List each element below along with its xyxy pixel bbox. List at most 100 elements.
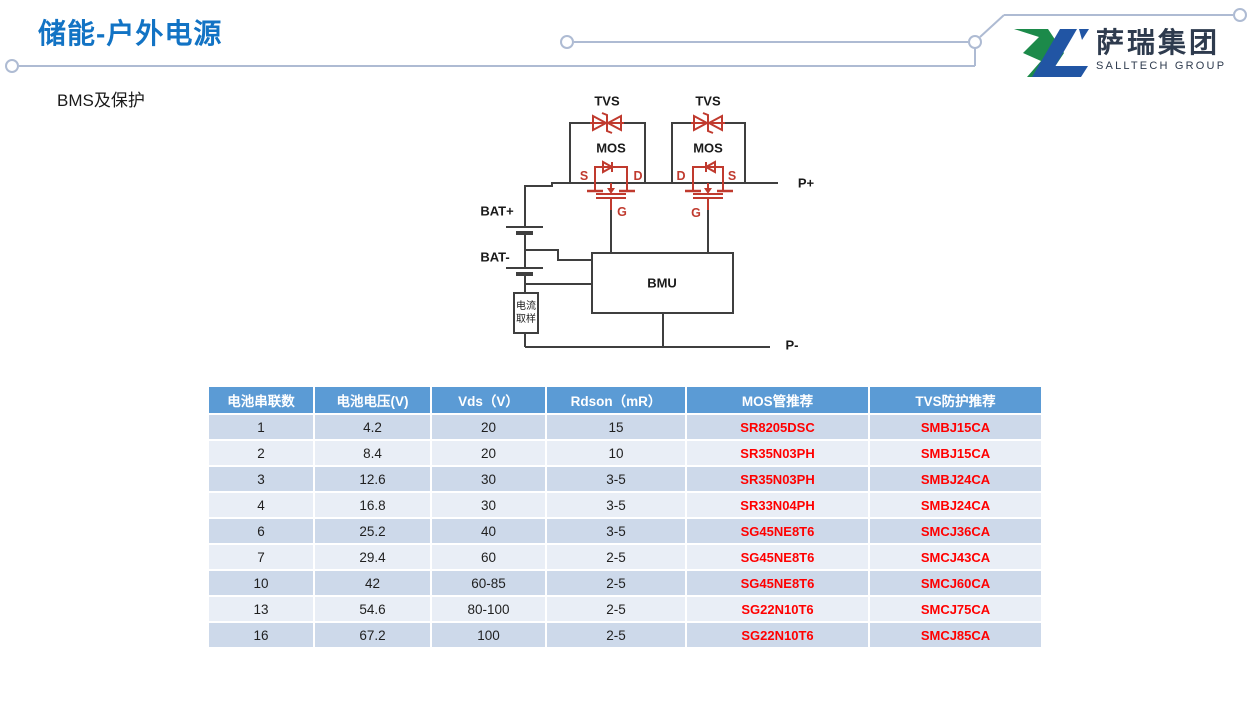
bat-plus-label: BAT+ xyxy=(480,203,514,219)
table-cell: 16 xyxy=(209,623,313,647)
table-row: 16 67.2 100 2-5 SG22N10T6 SMCJ85CA xyxy=(209,623,1041,647)
page-title: 储能-户外电源 xyxy=(38,18,223,49)
table-cell: 25.2 xyxy=(315,519,430,543)
table-cell: 8.4 xyxy=(315,441,430,465)
mosfet-symbol-right xyxy=(685,160,733,210)
header-cell-tvs: TVS防护推荐 xyxy=(870,387,1041,413)
table-cell: 67.2 xyxy=(315,623,430,647)
table-cell: 3-5 xyxy=(547,493,685,517)
bms-circuit-diagram: TVS TVS MOS MOS S D D S G G BAT+ BAT- BM… xyxy=(440,90,860,370)
drain-label-left: D xyxy=(633,169,643,183)
table-cell: 100 xyxy=(432,623,545,647)
bat-minus-label: BAT- xyxy=(480,249,510,265)
tvs-symbol-right xyxy=(691,112,725,134)
bmu-label: BMU xyxy=(647,275,677,291)
source-label-left: S xyxy=(579,169,589,183)
table-cell: 1 xyxy=(209,415,313,439)
table-cell: 40 xyxy=(432,519,545,543)
tvs-part-cell: SMBJ15CA xyxy=(870,415,1041,439)
table-cell: 3-5 xyxy=(547,467,685,491)
table-cell: 20 xyxy=(432,415,545,439)
table-row: 7 29.4 60 2-5 SG45NE8T6 SMCJ43CA xyxy=(209,545,1041,569)
logo-company-subtitle: SALLTECH GROUP xyxy=(1096,59,1227,72)
table-cell: 15 xyxy=(547,415,685,439)
table-cell: 30 xyxy=(432,467,545,491)
table-row: 2 8.4 20 10 SR35N03PH SMBJ15CA xyxy=(209,441,1041,465)
table-cell: 4 xyxy=(209,493,313,517)
gate-label-right: G xyxy=(691,206,701,220)
mos-label-left: MOS xyxy=(596,140,626,156)
table-header-row: 电池串联数 电池电压(V) Vds（V） Rdson（mR） MOS管推荐 TV… xyxy=(209,387,1041,413)
circuit-wires xyxy=(506,122,778,348)
table-row: 6 25.2 40 3-5 SG45NE8T6 SMCJ36CA xyxy=(209,519,1041,543)
tvs-part-cell: SMBJ15CA xyxy=(870,441,1041,465)
table-cell: 2-5 xyxy=(547,623,685,647)
mos-part-cell: SR35N03PH xyxy=(687,467,868,491)
page-subtitle: BMS及保护 xyxy=(57,91,145,110)
table-cell: 3 xyxy=(209,467,313,491)
table-cell: 10 xyxy=(209,571,313,595)
table-cell: 80-100 xyxy=(432,597,545,621)
bmu-box xyxy=(591,252,734,314)
table-row: 4 16.8 30 3-5 SR33N04PH SMBJ24CA xyxy=(209,493,1041,517)
table-cell: 60 xyxy=(432,545,545,569)
bms-recommendation-table: 电池串联数 电池电压(V) Vds（V） Rdson（mR） MOS管推荐 TV… xyxy=(207,385,1043,649)
header-cell-voltage: 电池电压(V) xyxy=(315,387,430,413)
circuit-lines-svg xyxy=(506,112,778,348)
tvs-label-left: TVS xyxy=(594,93,620,109)
tvs-part-cell: SMBJ24CA xyxy=(870,467,1041,491)
logo-company-name: 萨瑞集团 xyxy=(1096,27,1221,58)
tvs-symbol-left xyxy=(590,112,624,134)
mos-part-cell: SG45NE8T6 xyxy=(687,519,868,543)
table-cell: 13 xyxy=(209,597,313,621)
table-cell: 20 xyxy=(432,441,545,465)
table-cell: 42 xyxy=(315,571,430,595)
mos-part-cell: SG45NE8T6 xyxy=(687,545,868,569)
table-cell: 16.8 xyxy=(315,493,430,517)
p-minus-label: P- xyxy=(785,337,799,353)
header-cell-mos: MOS管推荐 xyxy=(687,387,868,413)
table-cell: 54.6 xyxy=(315,597,430,621)
table-cell: 4.2 xyxy=(315,415,430,439)
logo-mark-icon xyxy=(1014,29,1089,77)
tvs-part-cell: SMBJ24CA xyxy=(870,493,1041,517)
source-label-right: S xyxy=(727,169,737,183)
company-logo: 萨瑞集团 SALLTECH GROUP xyxy=(1008,24,1248,82)
tvs-part-cell: SMCJ85CA xyxy=(870,623,1041,647)
table-cell: 7 xyxy=(209,545,313,569)
p-plus-label: P+ xyxy=(797,175,815,191)
mos-part-cell: SG22N10T6 xyxy=(687,597,868,621)
tvs-label-right: TVS xyxy=(695,93,721,109)
tvs-part-cell: SMCJ43CA xyxy=(870,545,1041,569)
table-cell: 12.6 xyxy=(315,467,430,491)
table-cell: 30 xyxy=(432,493,545,517)
table-row: 1 4.2 20 15 SR8205DSC SMBJ15CA xyxy=(209,415,1041,439)
current-sense-box xyxy=(513,292,539,334)
table-cell: 2 xyxy=(209,441,313,465)
table-cell: 2-5 xyxy=(547,597,685,621)
current-sampling-label: 电流 取样 xyxy=(516,301,536,325)
table-row: 10 42 60-85 2-5 SG45NE8T6 SMCJ60CA xyxy=(209,571,1041,595)
header-cell-rdson: Rdson（mR） xyxy=(547,387,685,413)
table-cell: 29.4 xyxy=(315,545,430,569)
table-cell: 3-5 xyxy=(547,519,685,543)
table-row: 3 12.6 30 3-5 SR35N03PH SMBJ24CA xyxy=(209,467,1041,491)
mosfet-symbol-left xyxy=(587,160,635,210)
mos-part-cell: SG22N10T6 xyxy=(687,623,868,647)
tvs-part-cell: SMCJ36CA xyxy=(870,519,1041,543)
mos-part-cell: SR35N03PH xyxy=(687,441,868,465)
header-cell-vds: Vds（V） xyxy=(432,387,545,413)
mos-label-right: MOS xyxy=(693,140,723,156)
table-cell: 10 xyxy=(547,441,685,465)
table-cell: 2-5 xyxy=(547,571,685,595)
table-cell: 60-85 xyxy=(432,571,545,595)
table-row: 13 54.6 80-100 2-5 SG22N10T6 SMCJ75CA xyxy=(209,597,1041,621)
mos-part-cell: SR8205DSC xyxy=(687,415,868,439)
drain-label-right: D xyxy=(676,169,686,183)
mos-part-cell: SR33N04PH xyxy=(687,493,868,517)
table-cell: 6 xyxy=(209,519,313,543)
header-cell-series-count: 电池串联数 xyxy=(209,387,313,413)
tvs-part-cell: SMCJ60CA xyxy=(870,571,1041,595)
table-cell: 2-5 xyxy=(547,545,685,569)
